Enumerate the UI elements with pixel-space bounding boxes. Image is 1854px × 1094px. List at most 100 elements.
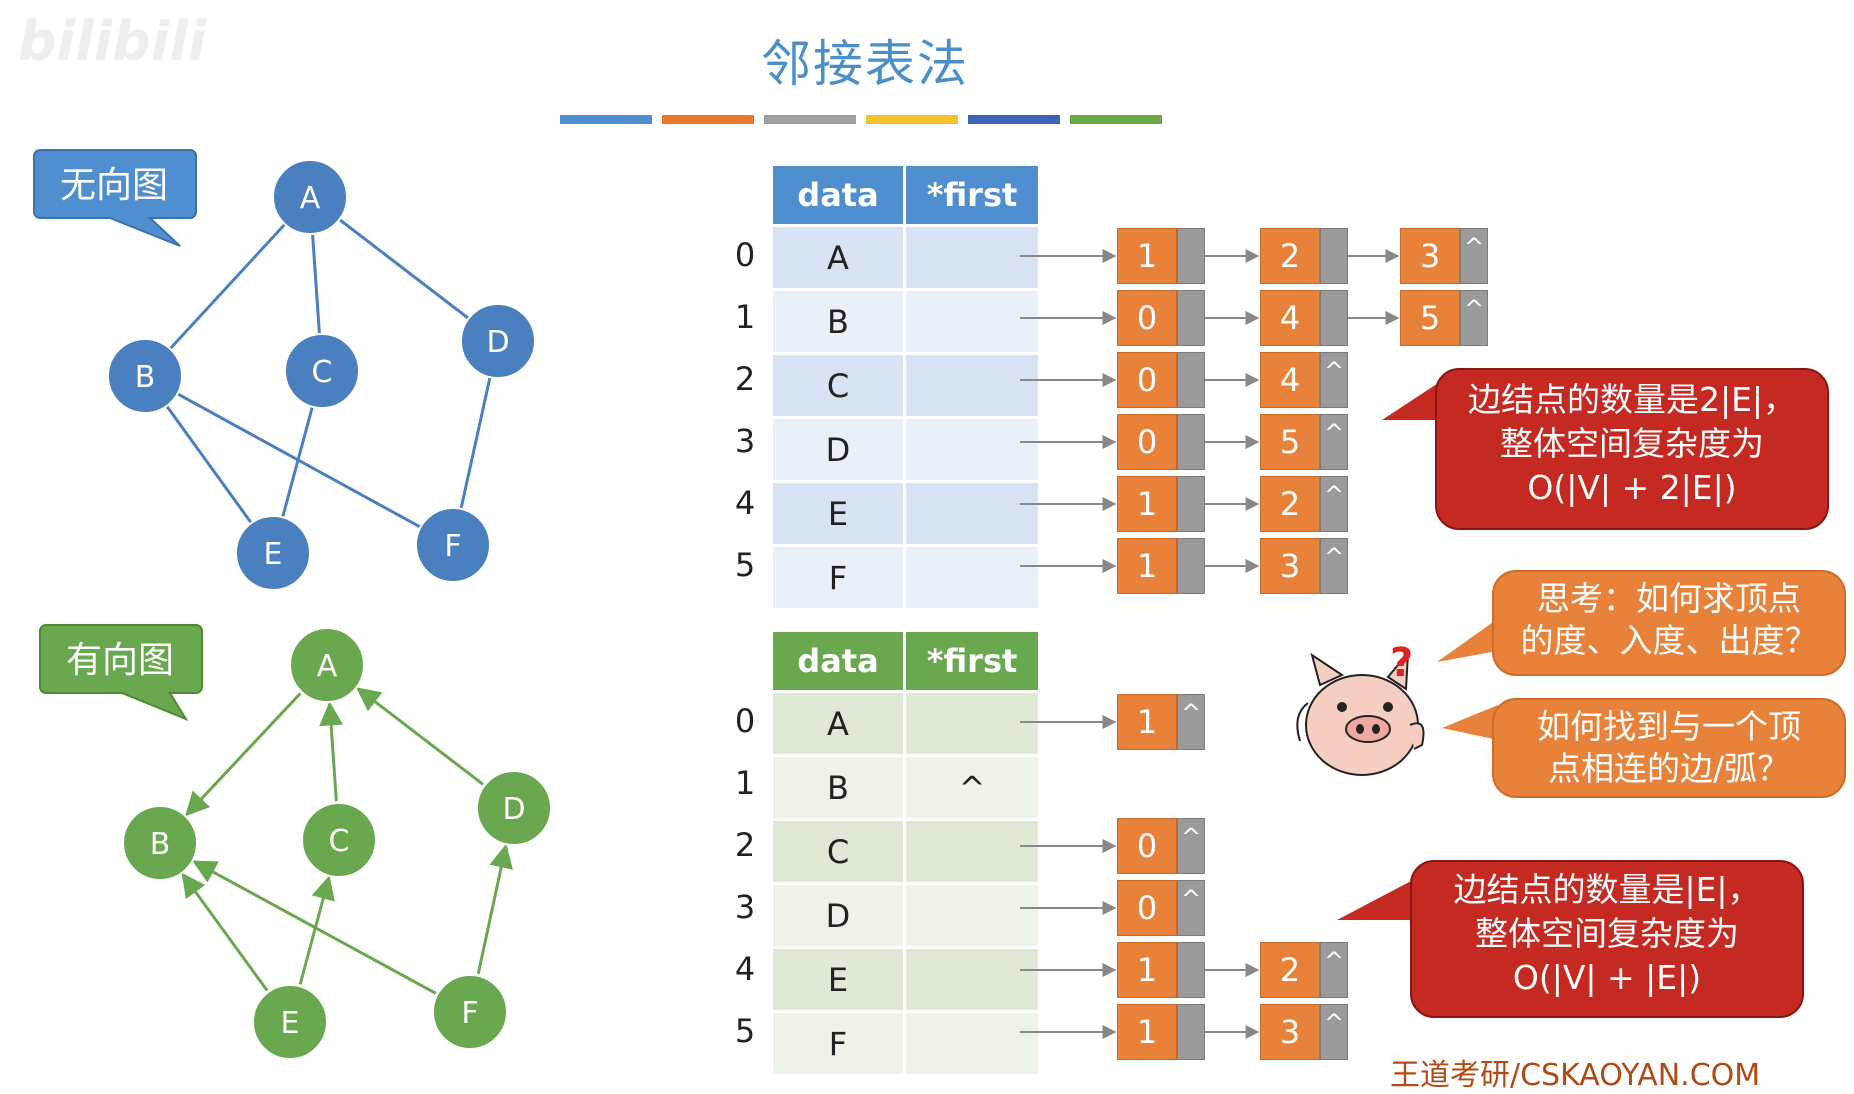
callout-red2-line2: 整体空间复杂度为 bbox=[1475, 914, 1739, 953]
color-bar-3 bbox=[866, 115, 958, 124]
edge-node-vertex: 3 bbox=[1400, 228, 1460, 284]
callout-orange1-line1: 思考：如何求顶点 bbox=[1537, 579, 1801, 618]
undirected-table-cell-first bbox=[903, 481, 1038, 547]
callout-orange2-line2: 点相连的边/弧？ bbox=[1547, 749, 1791, 788]
directed-node-label-d: D bbox=[502, 792, 525, 827]
callout-orange-find: 如何找到与一个顶 点相连的边/弧？ bbox=[1492, 698, 1846, 798]
directed-table-edge-node: 1 bbox=[1117, 942, 1205, 998]
edge-node-vertex: 5 bbox=[1260, 414, 1320, 470]
footer-brand: 王道考研/CSKAOYAN.COM bbox=[1390, 1058, 1761, 1093]
undirected-table-edge-node: 5^ bbox=[1260, 414, 1348, 470]
directed-table-row: C bbox=[773, 819, 1038, 885]
undirected-table-row-index: 1 bbox=[734, 298, 756, 336]
undirected-node-label-c: C bbox=[312, 355, 333, 390]
directed-table-edge-node: 2^ bbox=[1260, 942, 1348, 998]
edge-node-vertex: 3 bbox=[1260, 1004, 1320, 1060]
color-bar-5 bbox=[1070, 115, 1162, 124]
edge-node-next bbox=[1320, 290, 1348, 346]
undirected-table-cell-first bbox=[903, 289, 1038, 355]
directed-node-f bbox=[432, 974, 508, 1050]
undirected-table-edge-node: 4 bbox=[1260, 290, 1348, 346]
undirected-table-cell-first bbox=[903, 417, 1038, 483]
undirected-table-edge-node: 5^ bbox=[1400, 290, 1488, 346]
undirected-table-cell-data: A bbox=[773, 225, 905, 291]
edge-node-next bbox=[1177, 414, 1205, 470]
edge-node-vertex: 0 bbox=[1117, 290, 1177, 346]
directed-table-cell-first bbox=[903, 691, 1038, 757]
directed-table-row: F bbox=[773, 1011, 1038, 1077]
watermark: bilibili bbox=[18, 10, 207, 73]
directed-node-b bbox=[122, 805, 198, 881]
edge-node-next: ^ bbox=[1177, 694, 1205, 750]
directed-table-row-index: 3 bbox=[734, 888, 756, 926]
undirected-table-edge-node: 2 bbox=[1260, 228, 1348, 284]
undirected-table-row-index: 0 bbox=[734, 236, 756, 274]
edge-node-vertex: 1 bbox=[1117, 694, 1177, 750]
color-bar-0 bbox=[560, 115, 652, 124]
edge-node-next bbox=[1320, 228, 1348, 284]
undirected-table-edge-node: 1 bbox=[1117, 538, 1205, 594]
directed-table-cell-first bbox=[903, 883, 1038, 949]
undirected-table-edge-node: 3^ bbox=[1260, 538, 1348, 594]
edge-node-next: ^ bbox=[1320, 1004, 1348, 1060]
callout-red1-line2: 整体空间复杂度为 bbox=[1500, 424, 1764, 463]
directed-node-d bbox=[476, 770, 552, 846]
directed-arc-ab bbox=[185, 692, 302, 817]
callout-red1-line1: 边结点的数量是2|E|， bbox=[1467, 380, 1797, 419]
undirected-node-label-d: D bbox=[486, 325, 509, 360]
undirected-node-label-b: B bbox=[135, 360, 156, 395]
undirected-table-cell-data: C bbox=[773, 353, 905, 419]
undirected-table-row: D bbox=[773, 417, 1038, 483]
edge-node-vertex: 0 bbox=[1117, 414, 1177, 470]
callout-tail-red2 bbox=[1337, 880, 1413, 920]
directed-table-cell-data: C bbox=[773, 819, 905, 885]
undirected-node-label-f: F bbox=[444, 529, 461, 564]
directed-table-edge-node: 3^ bbox=[1260, 1004, 1348, 1060]
directed-arc-da bbox=[356, 687, 484, 786]
directed-table-row: D bbox=[773, 883, 1038, 949]
undirected-label: 无向图 bbox=[60, 165, 168, 206]
directed-table-row-index: 5 bbox=[734, 1012, 756, 1050]
edge-node-next: ^ bbox=[1320, 942, 1348, 998]
callout-tail-orange2 bbox=[1442, 705, 1498, 740]
directed-node-e bbox=[252, 984, 328, 1060]
edge-node-next: ^ bbox=[1177, 818, 1205, 874]
edge-node-vertex: 4 bbox=[1260, 290, 1320, 346]
undirected-table-cell-data: D bbox=[773, 417, 905, 483]
directed-table-row: E bbox=[773, 947, 1038, 1013]
page-title: 邻接表法 bbox=[761, 35, 969, 93]
directed-table-row-index: 1 bbox=[734, 764, 756, 802]
directed-table-edge-node: 0^ bbox=[1117, 818, 1205, 874]
directed-arc-fd bbox=[476, 843, 513, 975]
undirected-table-row: F bbox=[773, 545, 1038, 611]
edge-node-vertex: 0 bbox=[1117, 352, 1177, 408]
edge-node-vertex: 3 bbox=[1260, 538, 1320, 594]
undirected-node-label-e: E bbox=[264, 537, 283, 572]
edge-node-next: ^ bbox=[1177, 880, 1205, 936]
undirected-node-label-a: A bbox=[300, 181, 321, 216]
edge-node-next bbox=[1177, 352, 1205, 408]
undirected-label-callout: 无向图 bbox=[33, 149, 197, 247]
directed-node-a bbox=[289, 627, 365, 703]
edge-node-next bbox=[1177, 1004, 1205, 1060]
directed-table-cell-data: D bbox=[773, 883, 905, 949]
undirected-table-row-index: 4 bbox=[734, 484, 756, 522]
directed-arc-eb bbox=[181, 872, 269, 992]
directed-table-edge-node: 1^ bbox=[1117, 694, 1205, 750]
edge-node-vertex: 4 bbox=[1260, 352, 1320, 408]
directed-table-row-index: 0 bbox=[734, 702, 756, 740]
directed-table-cell-first bbox=[903, 947, 1038, 1013]
callout-orange-think: 思考：如何求顶点 的度、入度、出度？ bbox=[1492, 570, 1846, 676]
directed-label-callout: 有向图 bbox=[39, 624, 203, 722]
undirected-table-edge-node: 0 bbox=[1117, 290, 1205, 346]
edge-node-vertex: 0 bbox=[1117, 880, 1177, 936]
undirected-table-header-first: *first bbox=[903, 166, 1038, 227]
undirected-table-edge-node: 3^ bbox=[1400, 228, 1488, 284]
callout-orange2-line1: 如何找到与一个顶 bbox=[1537, 707, 1801, 746]
callout-red-directed: 边结点的数量是|E|， 整体空间复杂度为 O(|V| + |E|) bbox=[1410, 860, 1804, 1018]
edge-node-next bbox=[1177, 942, 1205, 998]
undirected-table-cell-data: F bbox=[773, 545, 905, 611]
